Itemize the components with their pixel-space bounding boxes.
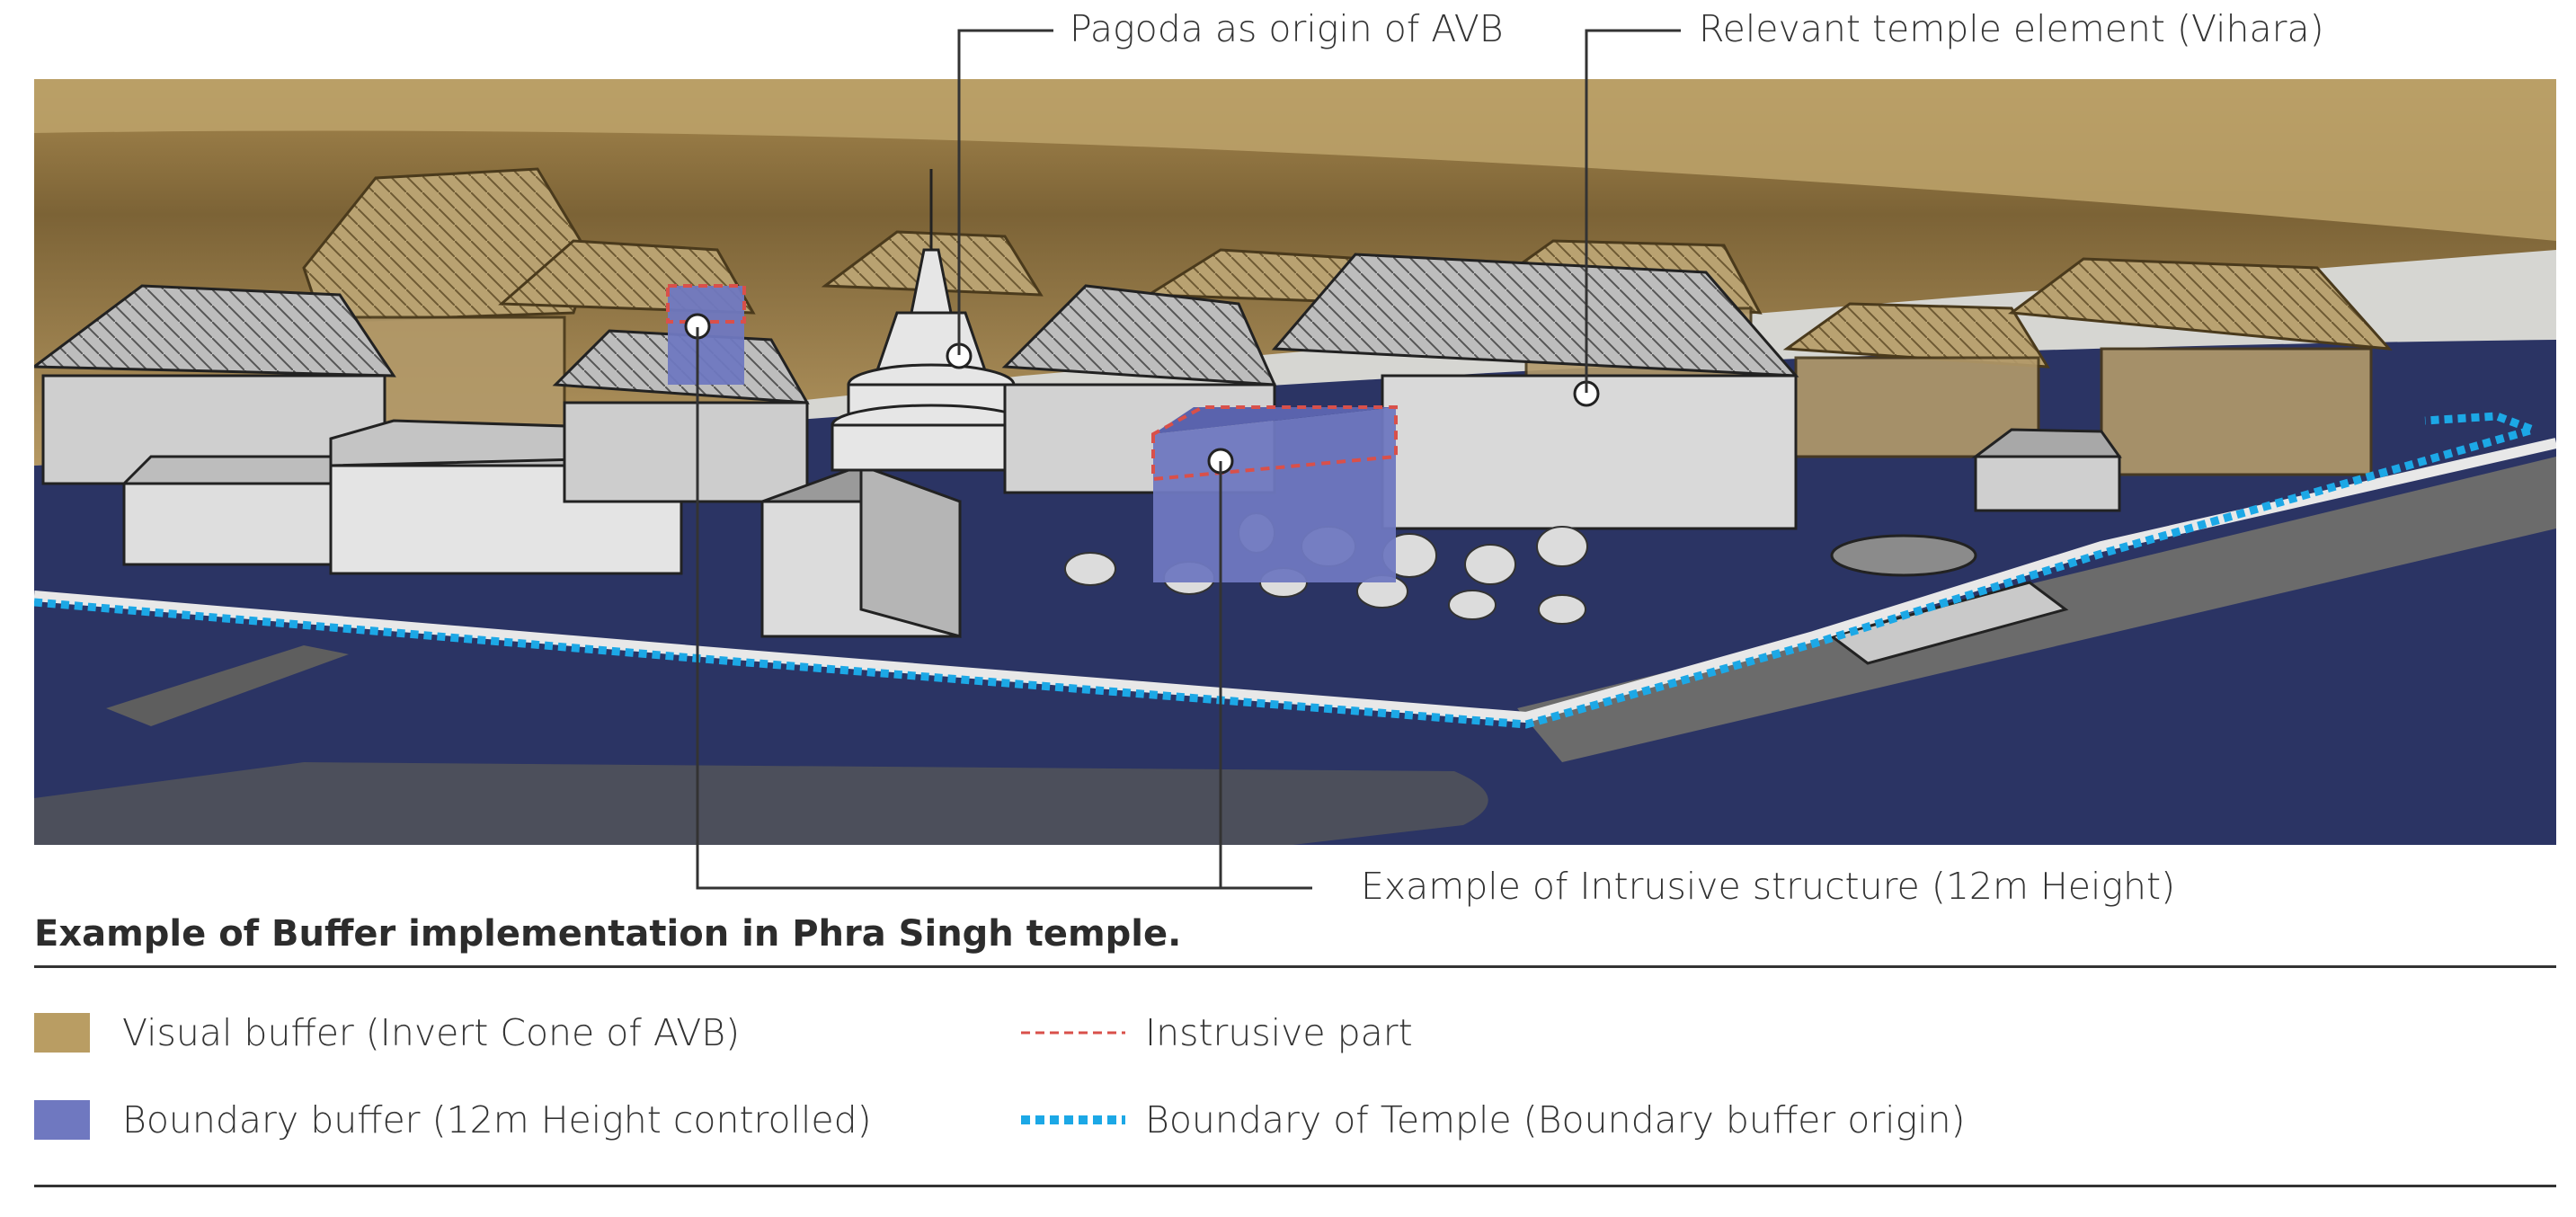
intrusive-marker-large xyxy=(1207,448,1234,475)
foreground-halls xyxy=(120,419,693,575)
legend-divider xyxy=(34,1185,2556,1187)
intrusive-callout-label: Example of Intrusive structure (12m Heig… xyxy=(1361,865,2176,908)
boundary-buffer-swatch-icon xyxy=(34,1100,90,1140)
pagoda-marker xyxy=(946,342,973,369)
vihara-marker xyxy=(1573,380,1600,407)
caption-divider xyxy=(34,965,2556,968)
intrusive-marker-small xyxy=(684,313,711,340)
temple-3d-scene xyxy=(34,79,2556,845)
dashed-line-icon xyxy=(1019,1013,1127,1053)
intrusive-structure-large xyxy=(1151,405,1398,582)
temple-boundary-line xyxy=(34,412,2546,729)
left-vihara xyxy=(34,284,396,485)
road xyxy=(34,762,1488,845)
legend-label: Boundary buffer (12m Height controlled) xyxy=(122,1098,872,1141)
gable-house xyxy=(760,463,962,638)
legend-boundary-buffer: Boundary buffer (12m Height controlled) xyxy=(34,1097,872,1142)
figure-caption: Example of Buffer implementation in Phra… xyxy=(34,913,1182,955)
legend-temple-boundary: Boundary of Temple (Boundary buffer orig… xyxy=(1019,1097,1966,1142)
legend-intrusive-part: Instrusive part xyxy=(1019,1010,1413,1055)
pagoda-callout-label: Pagoda as origin of AVB xyxy=(1070,7,1504,50)
legend-label: Visual buffer (Invert Cone of AVB) xyxy=(122,1011,741,1054)
visual-buffer-swatch-icon xyxy=(34,1013,90,1053)
legend-label: Instrusive part xyxy=(1145,1011,1413,1054)
legend-visual-buffer: Visual buffer (Invert Cone of AVB) xyxy=(34,1010,740,1055)
legend-label: Boundary of Temple (Boundary buffer orig… xyxy=(1145,1098,1966,1141)
dotted-line-icon xyxy=(1019,1100,1127,1140)
right-structures xyxy=(1828,428,2122,665)
vihara-callout-label: Relevant temple element (Vihara) xyxy=(1699,7,2324,50)
